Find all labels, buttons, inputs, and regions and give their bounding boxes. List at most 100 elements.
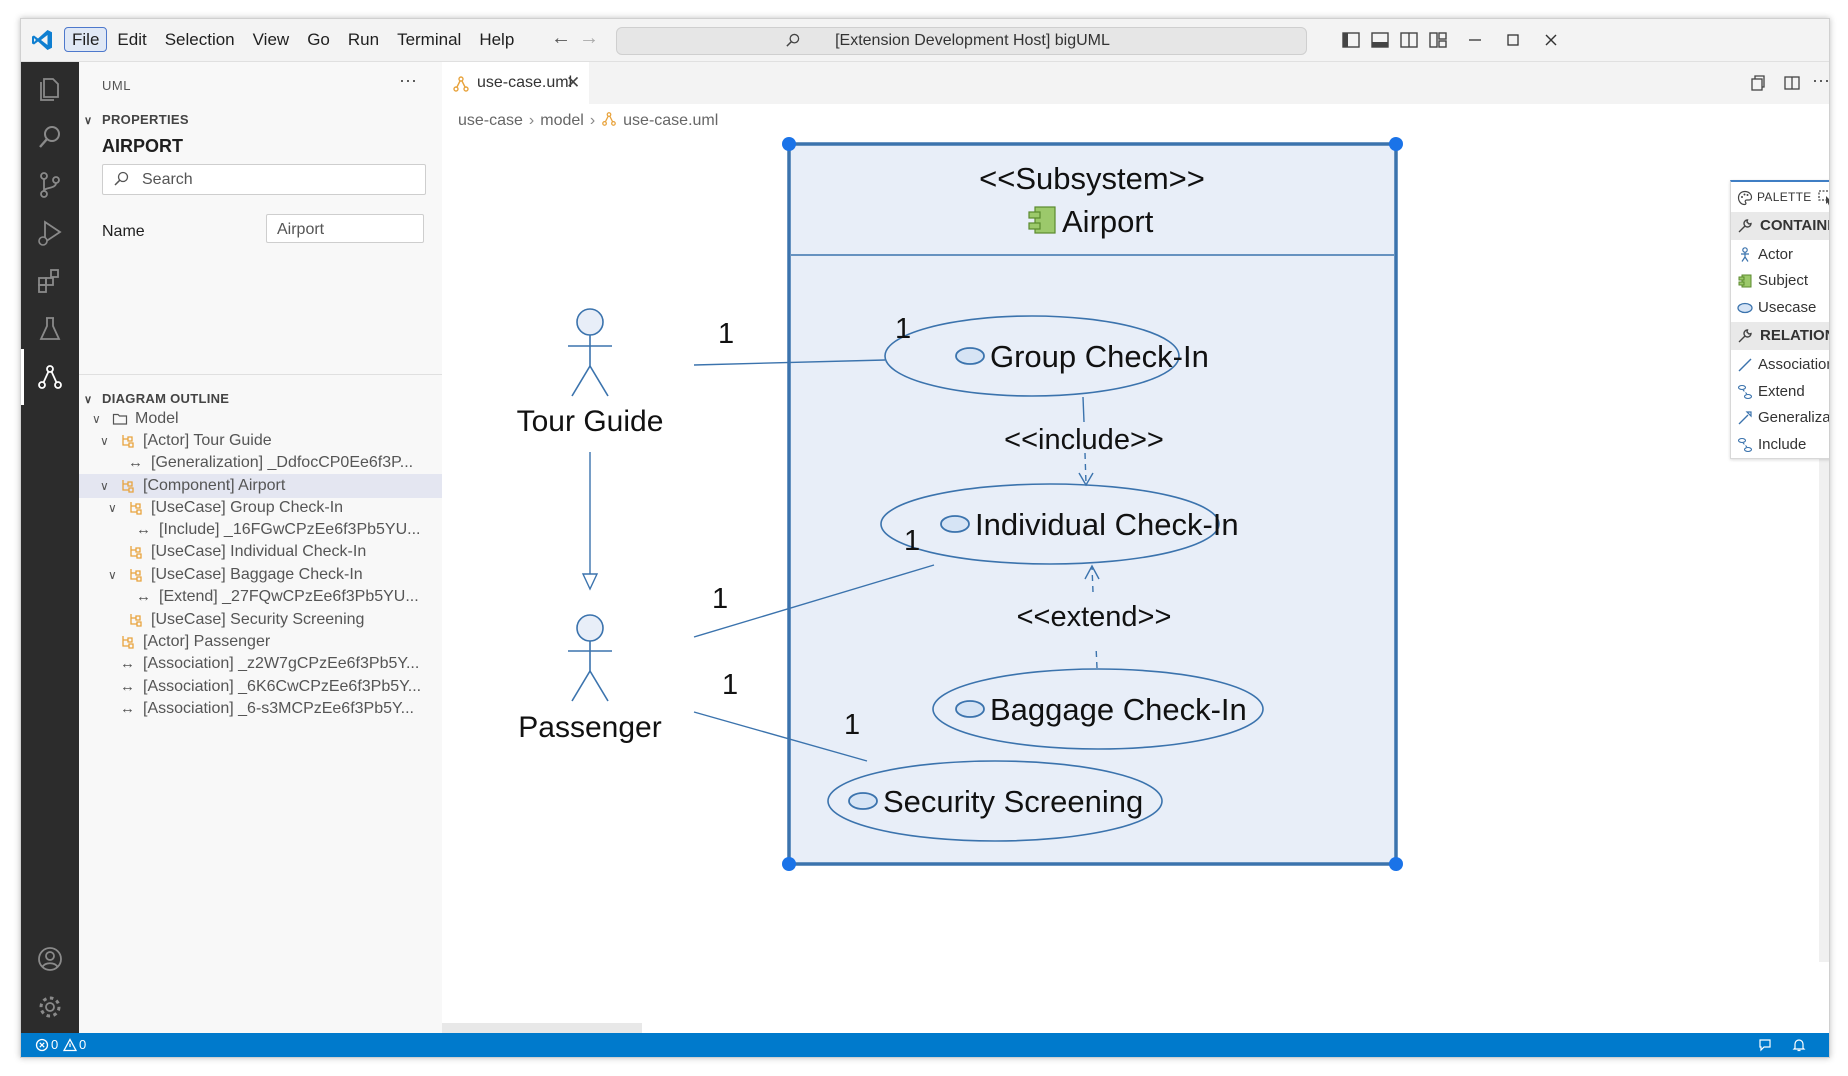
palette-item-extend[interactable]: Extend <box>1731 379 1829 405</box>
usecase-label: Security Screening <box>883 784 1143 819</box>
select-tool-icon[interactable] <box>1817 188 1830 206</box>
palette-item-association[interactable]: Association <box>1731 352 1830 378</box>
breadcrumb-item[interactable]: use-case <box>458 112 523 129</box>
command-center[interactable]: [Extension Development Host] bigUML <box>616 27 1307 55</box>
feedback-icon[interactable] <box>1757 1037 1773 1053</box>
menu-edit[interactable]: Edit <box>117 30 147 49</box>
more-actions-icon[interactable]: ··· <box>399 70 417 90</box>
search-view-icon[interactable] <box>34 121 66 153</box>
open-changes-icon[interactable] <box>1749 74 1767 92</box>
outline-row-usecase-group-checkin[interactable]: ∨ [UseCase] Group Check-In <box>79 496 442 520</box>
breadcrumb-item[interactable]: model <box>540 112 584 129</box>
close-window-icon[interactable] <box>1540 29 1562 51</box>
name-field[interactable]: Airport <box>266 214 424 243</box>
extensions-icon[interactable] <box>34 265 66 297</box>
wrench-icon <box>1738 219 1752 233</box>
palette-item-usecase[interactable]: Usecase <box>1731 295 1829 321</box>
palette-item-subject[interactable]: Subject <box>1731 268 1829 294</box>
outline-row-include[interactable]: ↔ [Include] _16FGwCPzEe6f3Pb5YU... <box>79 518 442 542</box>
usecase-security-screening[interactable] <box>827 760 1163 842</box>
customize-layout-icon[interactable] <box>1427 29 1449 51</box>
more-actions-icon[interactable]: ··· <box>1812 70 1830 90</box>
bell-icon[interactable] <box>1791 1037 1807 1053</box>
menu-file[interactable]: File <box>64 27 108 52</box>
outline-row-association-1[interactable]: ↔ [Association] _z2W7gCPzEe6f3Pb5Y... <box>79 652 442 676</box>
palette-category-container[interactable]: CONTAINER <box>1731 212 1829 240</box>
palette-item-include[interactable]: Include <box>1731 432 1829 458</box>
settings-gear-icon[interactable] <box>34 991 66 1023</box>
palette-item-label: Generalization <box>1758 409 1830 426</box>
extend-label: <<extend>> <box>1017 601 1172 633</box>
outline-row-extend[interactable]: ↔ [Extend] _27FQwCPzEe6f3Pb5YU... <box>79 585 442 609</box>
toggle-primary-sidebar-icon[interactable] <box>1340 29 1362 51</box>
properties-search-input[interactable]: Search <box>102 164 426 195</box>
outline-row-model[interactable]: ∨ Model <box>79 407 442 431</box>
menu-run[interactable]: Run <box>347 30 380 49</box>
outline-section-header[interactable]: ∨DIAGRAM OUTLINE <box>84 391 229 406</box>
toggle-panel-icon[interactable] <box>1369 29 1391 51</box>
breadcrumb-item[interactable]: use-case.uml <box>623 112 719 129</box>
usecase-baggage-checkin[interactable] <box>932 668 1264 750</box>
actor-passenger[interactable] <box>568 614 612 702</box>
outline-row-usecase-security-screening[interactable]: [UseCase] Security Screening <box>79 608 442 632</box>
menu-view[interactable]: View <box>252 30 290 49</box>
outline-row-generalization[interactable]: ↔ [Generalization] _DdfocCP0Ee6f3P... <box>79 451 442 475</box>
outline-row-association-2[interactable]: ↔ [Association] _6K6CwCPzEe6f3Pb5Y... <box>79 675 442 699</box>
vertical-scrollbar[interactable] <box>1819 202 1829 962</box>
testing-icon[interactable] <box>34 313 66 345</box>
usecase-individual-checkin[interactable] <box>880 483 1220 565</box>
relation-arrow-icon: ↔ <box>128 454 143 471</box>
menu-go[interactable]: Go <box>307 30 330 49</box>
properties-section-header[interactable]: ∨PROPERTIES <box>84 112 189 127</box>
outline-row-actor-tour-guide[interactable]: ∨ [Actor] Tour Guide <box>79 429 442 453</box>
palette-item-label: Association <box>1758 356 1830 373</box>
relation-arrow-icon: ↔ <box>120 655 135 672</box>
association-passenger-individual[interactable] <box>693 564 935 638</box>
chevron-down-icon: ∨ <box>84 115 93 127</box>
section-divider <box>79 374 442 375</box>
multiplicity-label: 1 <box>844 709 860 741</box>
association-passenger-security[interactable] <box>693 711 868 762</box>
menu-help[interactable]: Help <box>479 30 515 49</box>
minimize-icon[interactable] <box>1464 29 1486 51</box>
palette-item-generalization[interactable]: Generalization <box>1731 405 1830 431</box>
selection-handle[interactable] <box>782 857 796 871</box>
split-editor-icon[interactable] <box>1783 74 1801 92</box>
tab-close-icon[interactable]: ✕ <box>566 73 581 92</box>
outline-row-association-3[interactable]: ↔ [Association] _6-s3MCPzEe6f3Pb5Y... <box>79 697 442 721</box>
explorer-icon[interactable] <box>34 73 66 105</box>
selection-handle[interactable] <box>782 137 796 151</box>
sidebar-title: UML <box>102 78 131 93</box>
toggle-secondary-sidebar-icon[interactable] <box>1398 29 1420 51</box>
outline-row-usecase-individual-checkin[interactable]: [UseCase] Individual Check-In <box>79 540 442 564</box>
tab-use-case-uml[interactable]: use-case.uml ✕ <box>442 62 589 105</box>
run-debug-icon[interactable] <box>34 217 66 249</box>
maximize-icon[interactable] <box>1502 29 1524 51</box>
status-bar: 0 0 <box>21 1033 1829 1057</box>
generalization-edge[interactable] <box>581 452 599 591</box>
accounts-icon[interactable] <box>34 943 66 975</box>
menu-terminal[interactable]: Terminal <box>397 30 462 49</box>
command-center-label: [Extension Development Host] bigUML <box>835 32 1110 49</box>
diagram-canvas[interactable]: <<Subsystem>> Airport Tour Guide <box>442 134 1829 1033</box>
chevron-down-icon: ∨ <box>100 479 109 493</box>
association-tourguide-group[interactable] <box>693 359 886 366</box>
include-edge[interactable] <box>1078 396 1094 487</box>
uml-view-icon[interactable] <box>34 361 66 393</box>
horizontal-scrollbar[interactable] <box>442 1023 642 1033</box>
outline-row-actor-passenger[interactable]: [Actor] Passenger <box>79 630 442 654</box>
extend-edge[interactable] <box>1084 564 1100 669</box>
chevron-down-icon: ∨ <box>84 394 93 406</box>
source-control-icon[interactable] <box>34 169 66 201</box>
actor-tour-guide[interactable] <box>568 308 612 397</box>
outline-row-usecase-baggage-checkin[interactable]: ∨ [UseCase] Baggage Check-In <box>79 563 442 587</box>
selection-handle[interactable] <box>1389 137 1403 151</box>
palette-category-relation[interactable]: RELATION <box>1731 322 1829 350</box>
back-arrow-icon[interactable]: ← <box>551 27 571 49</box>
outline-row-component-airport[interactable]: ∨ [Component] Airport <box>79 474 442 498</box>
menu-selection[interactable]: Selection <box>164 30 235 49</box>
selection-handle[interactable] <box>1389 857 1403 871</box>
forward-arrow-icon[interactable]: → <box>579 27 599 49</box>
usecase-group-checkin[interactable] <box>884 315 1180 397</box>
palette-item-actor[interactable]: Actor <box>1731 242 1829 268</box>
